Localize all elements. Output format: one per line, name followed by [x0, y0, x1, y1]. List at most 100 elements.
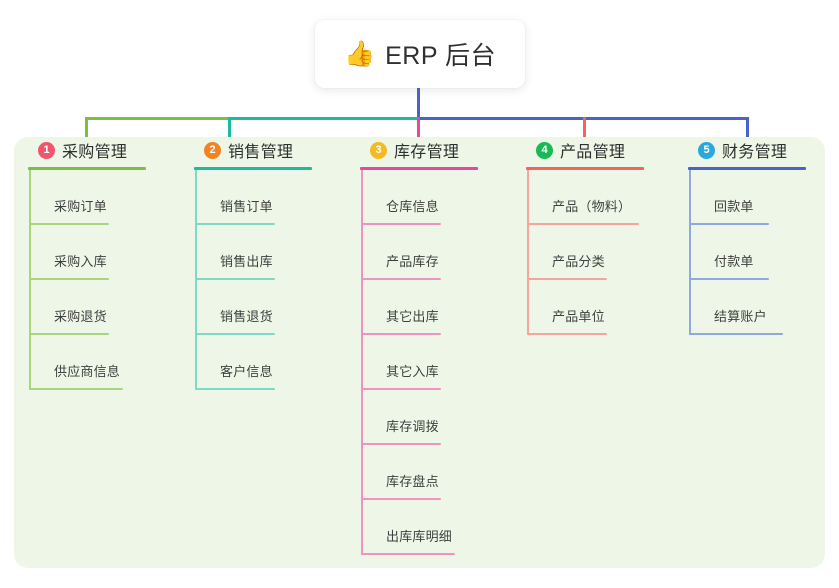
column-trunk-4	[527, 170, 529, 335]
leaf-node[interactable]: 回款单	[688, 170, 838, 225]
column-header-1[interactable]: 1 采购管理	[28, 137, 193, 163]
leaf-label: 仓库信息	[386, 199, 439, 214]
column-5: 5 财务管理回款单付款单结算账户	[688, 137, 838, 335]
leaf-node[interactable]: 采购订单	[28, 170, 193, 225]
leaf-rule	[361, 443, 441, 445]
column-4: 4 产品管理产品（物料） 产品分类产品单位	[526, 137, 691, 335]
leaf-label: 客户信息	[220, 364, 273, 379]
column-title-3: 库存管理	[394, 144, 460, 161]
leaf-label: 销售出库	[220, 254, 273, 269]
column-trunk-5	[689, 170, 691, 335]
leaf-node[interactable]: 仓库信息	[360, 170, 525, 225]
leaf-label: 其它出库	[386, 309, 439, 324]
root-stem-connector	[417, 88, 420, 120]
column-badge-1: 1	[38, 141, 55, 159]
leaf-label: 采购入库	[54, 254, 107, 269]
leaf-node[interactable]: 销售退货	[194, 280, 359, 335]
column-header-3[interactable]: 3 库存管理	[360, 137, 525, 163]
leaf-label: 出库库明细	[386, 529, 453, 544]
column-body-3: 仓库信息产品库存其它出库其它入库库存调拨库存盘点出库库明细	[360, 170, 525, 555]
leaf-label: 其它入库	[386, 364, 439, 379]
leaf-rule	[29, 278, 109, 280]
column-header-2[interactable]: 2 销售管理	[194, 137, 359, 163]
leaf-rule	[29, 333, 109, 335]
bus-drop-5	[746, 117, 749, 139]
leaf-node[interactable]: 结算账户	[688, 280, 838, 335]
column-header-rule-3	[360, 167, 478, 170]
column-title-1: 采购管理	[62, 144, 128, 161]
leaf-label: 销售退货	[220, 309, 273, 324]
column-header-rule-4	[526, 167, 644, 170]
leaf-node[interactable]: 供应商信息	[28, 335, 193, 390]
leaf-label: 产品分类	[552, 254, 605, 269]
column-badge-2: 2	[204, 141, 221, 159]
leaf-label: 销售订单	[220, 199, 273, 214]
leaf-label: 库存盘点	[386, 474, 439, 489]
leaf-label: 结算账户	[714, 309, 767, 324]
leaf-node[interactable]: 产品（物料）	[526, 170, 691, 225]
leaf-node[interactable]: 产品分类	[526, 225, 691, 280]
column-header-5[interactable]: 5 财务管理	[688, 137, 838, 163]
bus-segment-1	[85, 117, 230, 120]
leaf-label: 供应商信息	[54, 364, 121, 379]
leaf-node[interactable]: 销售出库	[194, 225, 359, 280]
column-title-4: 产品管理	[560, 144, 626, 161]
leaf-rule	[29, 388, 123, 390]
column-header-rule-1	[28, 167, 146, 170]
column-trunk-3	[361, 170, 363, 555]
leaf-rule	[195, 278, 275, 280]
leaf-label: 采购订单	[54, 199, 107, 214]
column-trunk-1	[29, 170, 31, 390]
thumbs-up-icon: 👍	[343, 39, 376, 68]
leaf-rule	[527, 333, 607, 335]
leaf-node[interactable]: 采购退货	[28, 280, 193, 335]
leaf-label: 产品（物料）	[552, 199, 632, 214]
leaf-label: 产品库存	[386, 254, 439, 269]
column-trunk-2	[195, 170, 197, 390]
root-node-label: ERP 后台	[385, 42, 497, 70]
leaf-rule	[689, 223, 769, 225]
leaf-rule	[29, 223, 109, 225]
column-title-5: 财务管理	[722, 144, 788, 161]
leaf-node[interactable]: 产品库存	[360, 225, 525, 280]
column-1: 1 采购管理采购订单采购入库采购退货供应商信息	[28, 137, 193, 390]
leaf-node[interactable]: 库存盘点	[360, 445, 525, 500]
leaf-rule	[195, 388, 275, 390]
column-badge-4: 4	[536, 141, 553, 159]
diagram-panel: 1 采购管理采购订单采购入库采购退货供应商信息 2 销售管理销售订单销售出库销售退货客…	[14, 137, 825, 568]
leaf-rule	[689, 278, 769, 280]
leaf-node[interactable]: 出库库明细	[360, 500, 525, 555]
leaf-node[interactable]: 其它入库	[360, 335, 525, 390]
leaf-node[interactable]: 客户信息	[194, 335, 359, 390]
column-badge-5: 5	[698, 141, 715, 159]
leaf-rule	[361, 388, 441, 390]
bus-drop-4	[583, 117, 586, 139]
column-3: 3 库存管理仓库信息产品库存其它出库其它入库库存调拨库存盘点出库库明细	[360, 137, 525, 555]
column-badge-3: 3	[370, 141, 387, 159]
column-2: 2 销售管理销售订单销售出库销售退货客户信息	[194, 137, 359, 390]
leaf-label: 产品单位	[552, 309, 605, 324]
bus-drop-1	[85, 117, 88, 139]
column-header-rule-5	[688, 167, 806, 170]
leaf-node[interactable]: 库存调拨	[360, 390, 525, 445]
leaf-rule	[527, 223, 639, 225]
leaf-node[interactable]: 产品单位	[526, 280, 691, 335]
leaf-rule	[527, 278, 607, 280]
leaf-node[interactable]: 其它出库	[360, 280, 525, 335]
bus-segment-2	[230, 117, 419, 120]
column-body-2: 销售订单销售出库销售退货客户信息	[194, 170, 359, 390]
leaf-label: 库存调拨	[386, 419, 439, 434]
root-node[interactable]: 👍 ERP 后台	[315, 20, 525, 88]
leaf-label: 付款单	[714, 254, 754, 269]
leaf-node[interactable]: 采购入库	[28, 225, 193, 280]
leaf-rule	[195, 223, 275, 225]
leaf-node[interactable]: 销售订单	[194, 170, 359, 225]
column-title-2: 销售管理	[228, 144, 294, 161]
leaf-rule	[361, 333, 441, 335]
leaf-label: 采购退货	[54, 309, 107, 324]
leaf-rule	[361, 223, 441, 225]
leaf-rule	[689, 333, 783, 335]
leaf-node[interactable]: 付款单	[688, 225, 838, 280]
leaf-rule	[361, 278, 441, 280]
column-header-4[interactable]: 4 产品管理	[526, 137, 691, 163]
